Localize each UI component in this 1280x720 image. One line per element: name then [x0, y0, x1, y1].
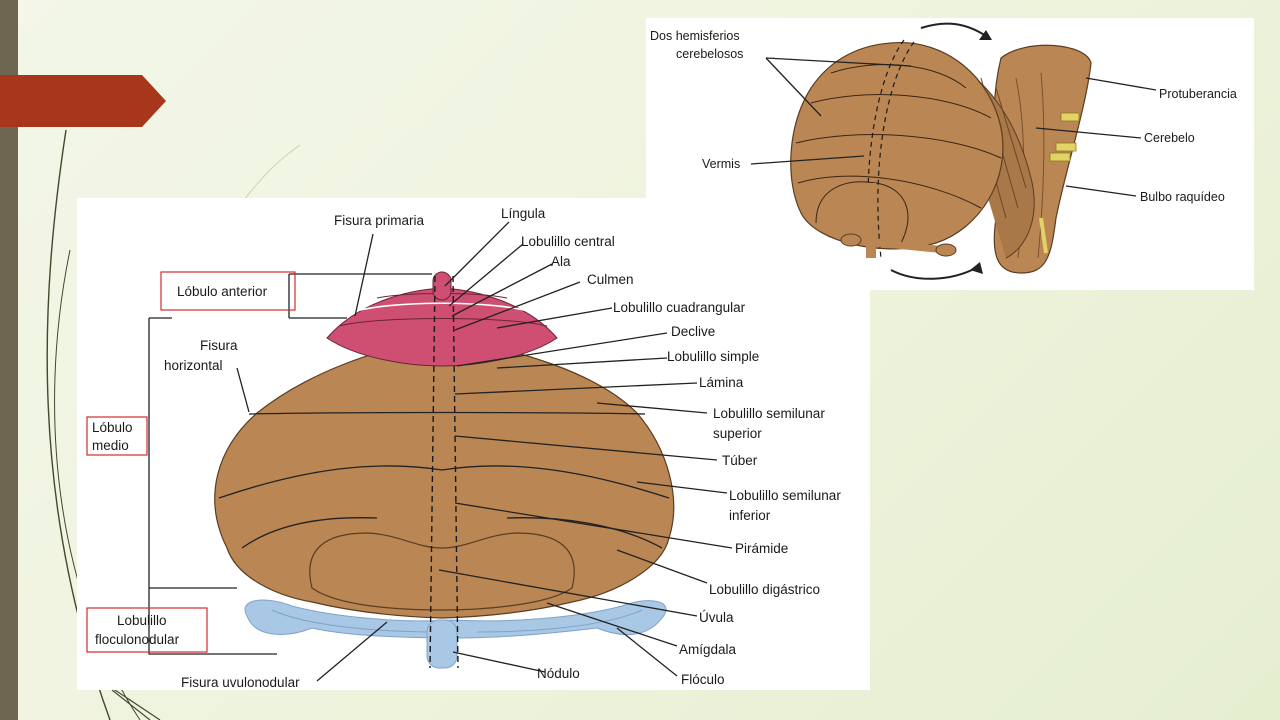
label-amigdala: Amígdala: [679, 642, 737, 657]
label-tuber: Túber: [722, 453, 758, 468]
label-semilunar-superior-2: superior: [713, 426, 762, 441]
label-ala: Ala: [551, 254, 571, 269]
label-fisura-primaria: Fisura primaria: [334, 213, 425, 228]
label-dos-hemisferios-1: Dos hemisferios: [650, 29, 740, 43]
label-semilunar-inferior-2: inferior: [729, 508, 771, 523]
label-culmen: Culmen: [587, 272, 634, 287]
label-nodulo: Nódulo: [537, 666, 580, 681]
box-floculonodular-1: Lobulillo: [117, 613, 167, 628]
label-uvula: Úvula: [699, 610, 734, 625]
label-floculo: Flóculo: [681, 672, 725, 687]
box-lobulo-medio-1: Lóbulo: [92, 420, 133, 435]
accent-arrow-tab: [0, 75, 166, 127]
label-vermis: Vermis: [702, 157, 740, 171]
label-declive: Declive: [671, 324, 715, 339]
label-piramide: Pirámide: [735, 541, 788, 556]
label-lobulillo-cuadrangular: Lobulillo cuadrangular: [613, 300, 746, 315]
label-cerebelo: Cerebelo: [1144, 131, 1195, 145]
label-lobulillo-digastrico: Lobulillo digástrico: [709, 582, 820, 597]
label-lobulillo-central: Lobulillo central: [521, 234, 615, 249]
label-lingula: Língula: [501, 206, 546, 221]
cerebellum-side-diagram: Dos hemisferios cerebelosos Vermis Protu…: [646, 18, 1254, 290]
box-lobulo-medio-2: medio: [92, 438, 129, 453]
label-dos-hemisferios-2: cerebelosos: [676, 47, 743, 61]
flocculonodular-shape: [244, 599, 667, 639]
label-lobulillo-simple: Lobulillo simple: [667, 349, 759, 364]
label-fisura-horizontal-1: Fisura: [200, 338, 238, 353]
nodulo-shape: [426, 619, 458, 669]
box-floculonodular-2: floculonodular: [95, 632, 180, 647]
box-lobulo-anterior: Lóbulo anterior: [177, 284, 268, 299]
label-protuberancia: Protuberancia: [1159, 87, 1237, 101]
anterior-lobe: [326, 287, 558, 367]
label-semilunar-inferior-1: Lobulillo semilunar: [729, 488, 841, 503]
label-bulbo-raquideo: Bulbo raquídeo: [1140, 190, 1225, 204]
label-fisura-uvulonodular: Fisura uvulonodular: [181, 675, 300, 690]
label-lamina: Lámina: [699, 375, 744, 390]
label-fisura-horizontal-2: horizontal: [164, 358, 223, 373]
slide-left-bar: [0, 0, 18, 720]
label-semilunar-superior-1: Lobulillo semilunar: [713, 406, 825, 421]
